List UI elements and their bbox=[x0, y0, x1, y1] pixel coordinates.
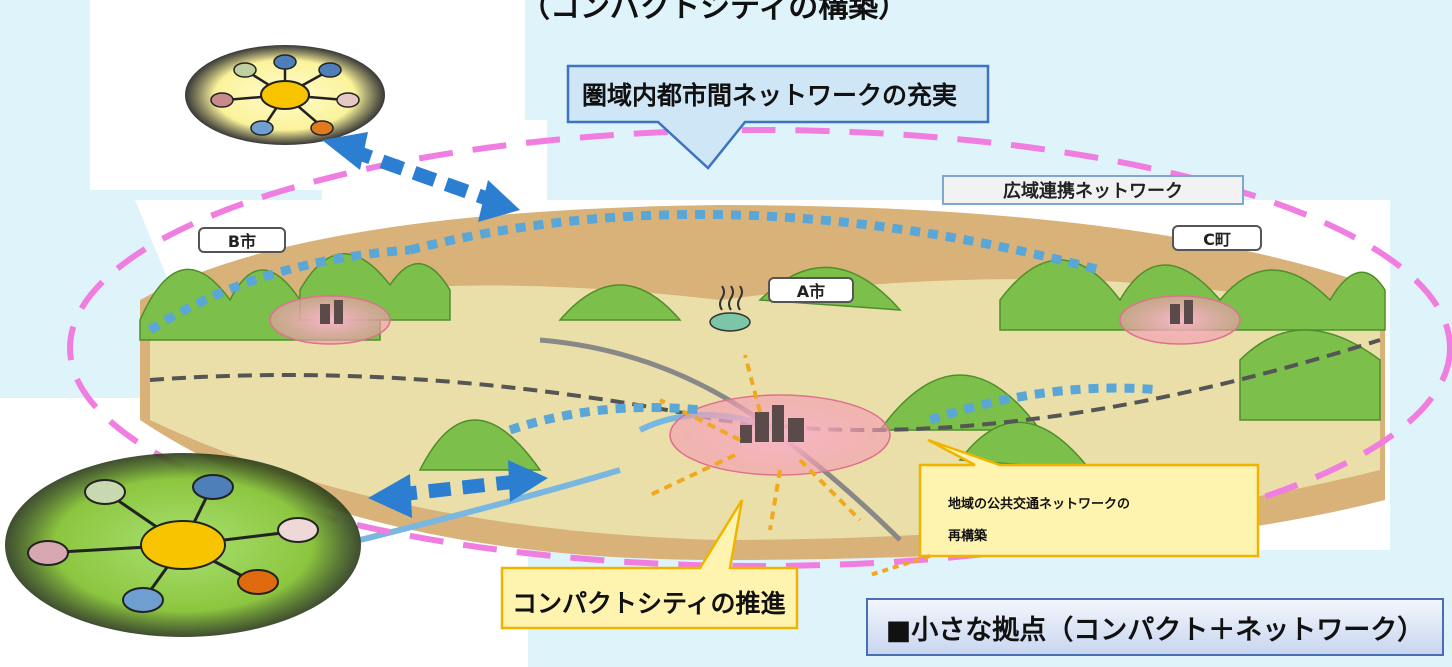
callout-compact-shape bbox=[500, 499, 799, 630]
link-arrow-top bbox=[347, 143, 508, 212]
buildings-c bbox=[1170, 300, 1193, 324]
callout-public-transport-line1: 地域の公共交通ネットワークの bbox=[948, 497, 1131, 512]
label-wide-area-network: 広域連携ネットワーク bbox=[942, 175, 1244, 205]
hub-network-icon-large bbox=[5, 453, 361, 637]
link-arrow-bottom bbox=[394, 473, 531, 502]
header-title: （コンパクトシティの構築） bbox=[520, 0, 909, 25]
intercity-network bbox=[147, 209, 1161, 435]
callout-transport-shape bbox=[918, 438, 1260, 558]
label-city-a: A市 bbox=[768, 277, 854, 303]
buildings-b bbox=[320, 300, 343, 324]
footer-title: ■小さな拠点（コンパクト＋ネットワーク） bbox=[866, 598, 1444, 656]
callout-network: 圏域内都市間ネットワークの充実 bbox=[582, 81, 958, 110]
hub-network-icon-small bbox=[185, 45, 385, 145]
callout-network-shape bbox=[566, 64, 990, 170]
wide-area-ellipse bbox=[67, 127, 1452, 569]
label-city-b: B市 bbox=[198, 227, 286, 253]
link-arrowhead-top-right bbox=[478, 180, 520, 222]
onsen-icon bbox=[709, 285, 751, 332]
callout-compact-city: コンパクトシティの推進 bbox=[512, 589, 786, 618]
label-town-c: C町 bbox=[1172, 225, 1262, 251]
link-arrowhead-bottom-left bbox=[368, 474, 412, 518]
hills bbox=[139, 253, 1386, 471]
callout-public-transport-line2: 再構築 bbox=[948, 529, 988, 544]
link-arrowhead-bottom-right bbox=[508, 460, 548, 502]
buildings-a bbox=[740, 405, 804, 443]
link-arrowhead-top-left bbox=[322, 132, 368, 170]
